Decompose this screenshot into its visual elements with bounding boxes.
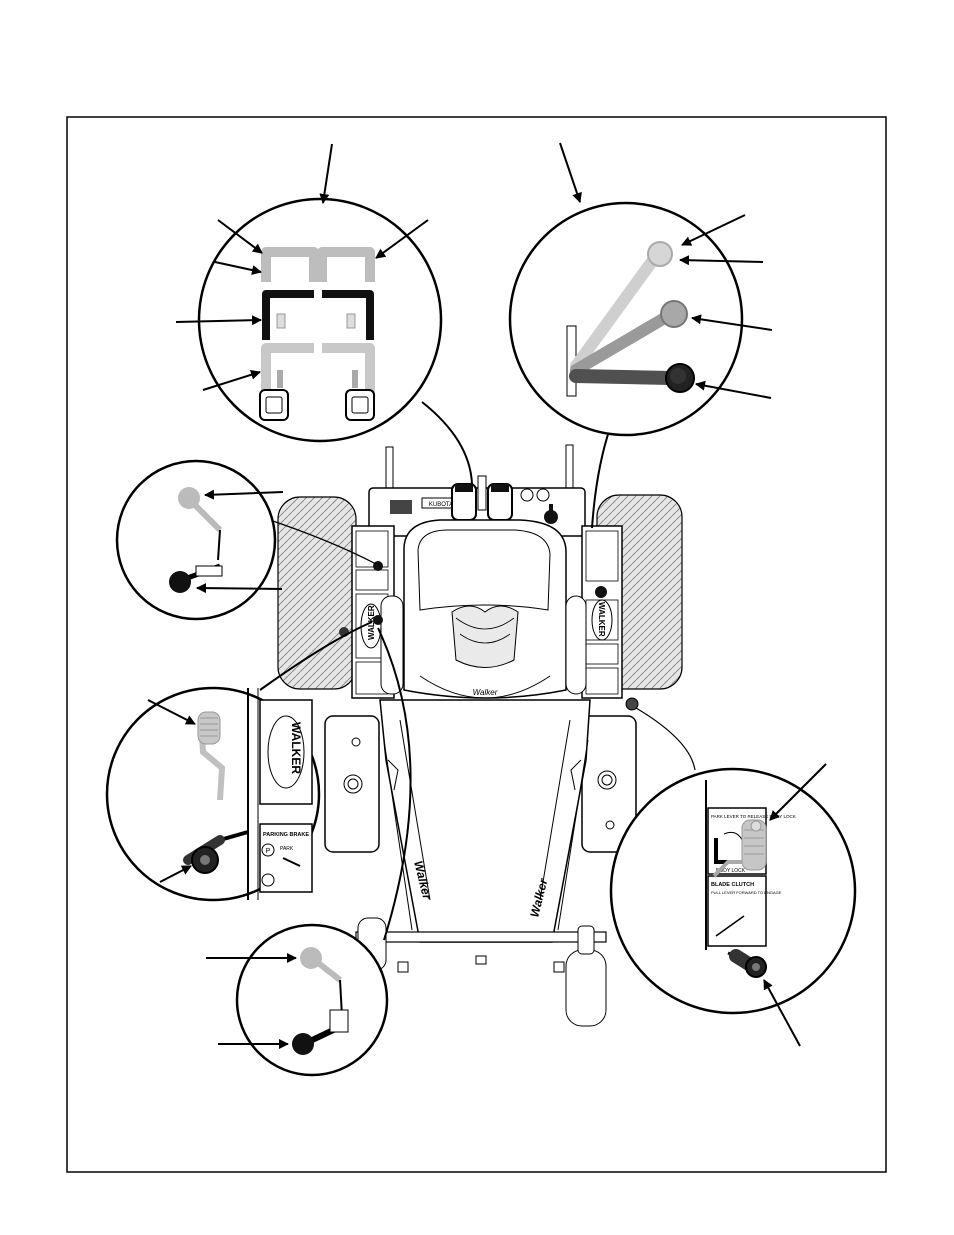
park-symbol-text: P xyxy=(266,848,271,855)
right-front-caster xyxy=(565,949,607,1027)
callout-throttle xyxy=(508,201,744,437)
front-axle xyxy=(355,931,607,943)
park-text: PARK xyxy=(280,846,294,852)
callout-steering xyxy=(115,459,277,621)
mower-hood xyxy=(379,699,591,943)
choke-knob xyxy=(520,488,534,502)
ignition-key-icon xyxy=(544,510,558,524)
right-decal-brand: WALKER xyxy=(597,602,606,637)
release-body-lock-text: PARK LEVER TO RELEASE BODY LOCK xyxy=(711,814,796,819)
left-steering-knob xyxy=(373,561,383,571)
body-lock-text: BODY LOCK xyxy=(716,868,746,874)
left-rear-tire xyxy=(277,496,357,690)
parking-brake-knob xyxy=(373,615,383,625)
parking-brake-label: PARKING BRAKE xyxy=(263,832,309,838)
callout-blade-clutch: PARK LEVER TO RELEASE BODY LOCK BODY LOC… xyxy=(609,767,857,1015)
callout-deck-lift xyxy=(197,197,443,443)
blade-clutch-text: BLADE CLUTCH xyxy=(711,882,754,888)
leader-arrows xyxy=(147,142,827,1049)
callout-parking-brake: WALKER PARKING BRAKE P PARK xyxy=(105,686,321,902)
zoom-decal-brand: WALKER xyxy=(289,722,303,774)
seat-brand-text: Walker xyxy=(473,688,498,697)
left-rear-post xyxy=(385,446,394,494)
blade-clutch-knob xyxy=(625,697,639,711)
figure-frame xyxy=(66,116,887,1173)
body-lock-knob xyxy=(595,586,607,598)
callout-connectors xyxy=(259,401,696,941)
pull-lever-text: PULL LEVER FORWARD TO ENGAGE xyxy=(711,890,782,895)
callout-lower-lever xyxy=(235,923,389,1077)
mower-illustration: KUBOTA WALKER WALKER Walker xyxy=(277,444,683,1027)
engine-brand-text: KUBOTA xyxy=(429,502,453,508)
throttle-knob xyxy=(536,488,550,502)
right-rear-post xyxy=(565,444,574,494)
